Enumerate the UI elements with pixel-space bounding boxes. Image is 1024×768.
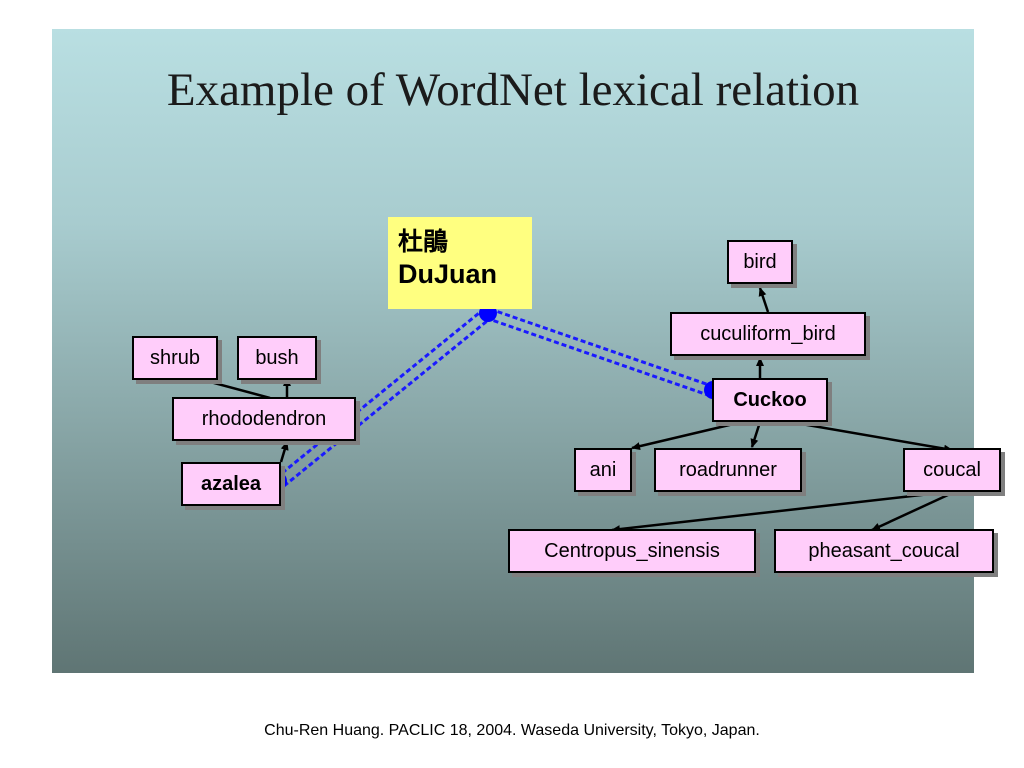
node-shrub: shrub: [132, 336, 218, 380]
node-cuckoo: Cuckoo: [712, 378, 828, 422]
footer-citation: Chu-Ren Huang. PACLIC 18, 2004. Waseda U…: [264, 722, 760, 739]
sense-link-azalea: [275, 307, 493, 488]
node-ani: ani: [574, 448, 632, 492]
focus-word-chinese: 杜鵑: [398, 227, 449, 256]
node-centropus-sinensis: Centropus_sinensis: [508, 529, 756, 573]
focus-word-box: 杜鵑 DuJuan: [388, 217, 532, 309]
node-rhododendron: rhododendron: [172, 397, 356, 441]
node-coucal: coucal: [903, 448, 1001, 492]
slide-title: Example of WordNet lexical relation: [166, 64, 860, 116]
link-azalea-rhododendron: [279, 441, 289, 463]
sense-link-cuckoo: [485, 307, 713, 397]
node-pheasant-coucal: pheasant_coucal: [774, 529, 994, 573]
node-bird: bird: [727, 240, 793, 284]
node-roadrunner: roadrunner: [654, 448, 802, 492]
link-coucal-centropus: [611, 492, 931, 534]
link-cuckoo-ani: [631, 420, 743, 451]
focus-word-pinyin: DuJuan: [398, 259, 498, 289]
link-cuckoo-coucal: [789, 420, 953, 453]
link-coucal-pheasant: [871, 492, 951, 532]
node-cuculiform-bird: cuculiform_bird: [670, 312, 866, 356]
node-bush: bush: [237, 336, 317, 380]
link-cuckoo-roadrunner: [750, 421, 762, 448]
node-azalea: azalea: [181, 462, 281, 506]
link-cuculiform-bird: [758, 287, 770, 313]
